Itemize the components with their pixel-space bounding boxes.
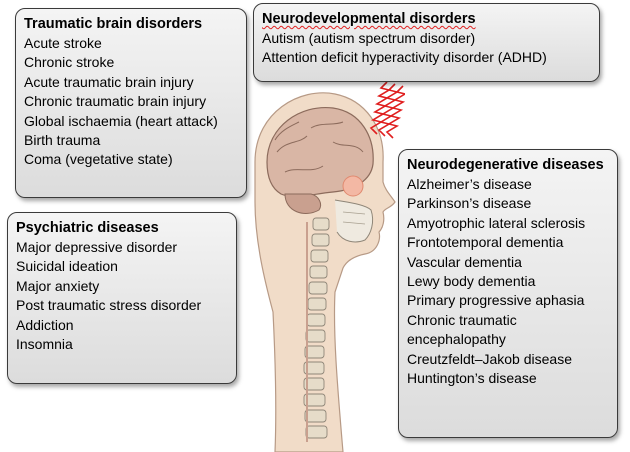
psychiatric-diseases-box: Psychiatric diseases Major depressive di…	[7, 212, 237, 384]
brain	[266, 106, 374, 198]
neurodevelopmental-title: Neurodevelopmental disorders	[262, 11, 476, 27]
neurodevelopmental-disorders-box: Neurodevelopmental disorders Autism (aut…	[253, 3, 600, 82]
list-item: Primary progressive aphasia	[407, 292, 585, 309]
list-item: Post traumatic stress disorder	[16, 297, 202, 314]
list-item: Amyotrophic lateral sclerosis	[407, 214, 586, 231]
list-item: Major anxiety	[16, 277, 100, 294]
list-item: Attention deficit hyperactivity disorder…	[262, 49, 547, 66]
neurodegenerative-title: Neurodegenerative diseases	[407, 157, 604, 173]
signal-waves-icon	[369, 82, 405, 139]
list-item: Addiction	[16, 316, 74, 333]
list-item: Global ischaemia (heart attack)	[24, 112, 218, 129]
list-item: Acute stroke	[24, 35, 102, 51]
list-item: Alzheimer’s disease	[407, 176, 532, 192]
spine	[303, 217, 330, 439]
cerebellum	[284, 193, 322, 214]
highlight-region	[342, 175, 364, 197]
list-item: Suicidal ideation	[16, 258, 118, 275]
list-item: Birth trauma	[24, 132, 101, 149]
list-item: Chronic traumatic brain injury	[24, 93, 207, 110]
list-item: Autism (autism spectrum disorder)	[262, 30, 476, 46]
neurodegenerative-diseases-box: Neurodegenerative diseases Alzheimer’s d…	[398, 149, 618, 438]
list-item: Major depressive disorder	[16, 239, 178, 255]
head-spine-illustration	[254, 82, 405, 452]
traumatic-title: Traumatic brain disorders	[24, 16, 203, 32]
psychiatric-title: Psychiatric diseases	[16, 220, 159, 236]
list-item: Frontotemporal dementia	[407, 234, 564, 251]
traumatic-brain-disorders-box: Traumatic brain disorders Acute stroke C…	[15, 8, 247, 198]
list-item: Coma (vegetative state)	[24, 151, 173, 168]
list-item: Acute traumatic brain injury	[24, 73, 194, 90]
list-item: Lewy body dementia	[407, 273, 536, 290]
list-item: Chronic traumatic encephalopathy	[407, 311, 517, 348]
list-item: Creutzfeldt–Jakob disease	[407, 350, 572, 367]
list-item: Huntington’s disease	[407, 370, 537, 387]
list-item: Chronic stroke	[24, 54, 115, 71]
list-item: Vascular dementia	[407, 253, 522, 270]
list-item: Insomnia	[16, 336, 73, 353]
list-item: Parkinson’s disease	[407, 195, 532, 212]
